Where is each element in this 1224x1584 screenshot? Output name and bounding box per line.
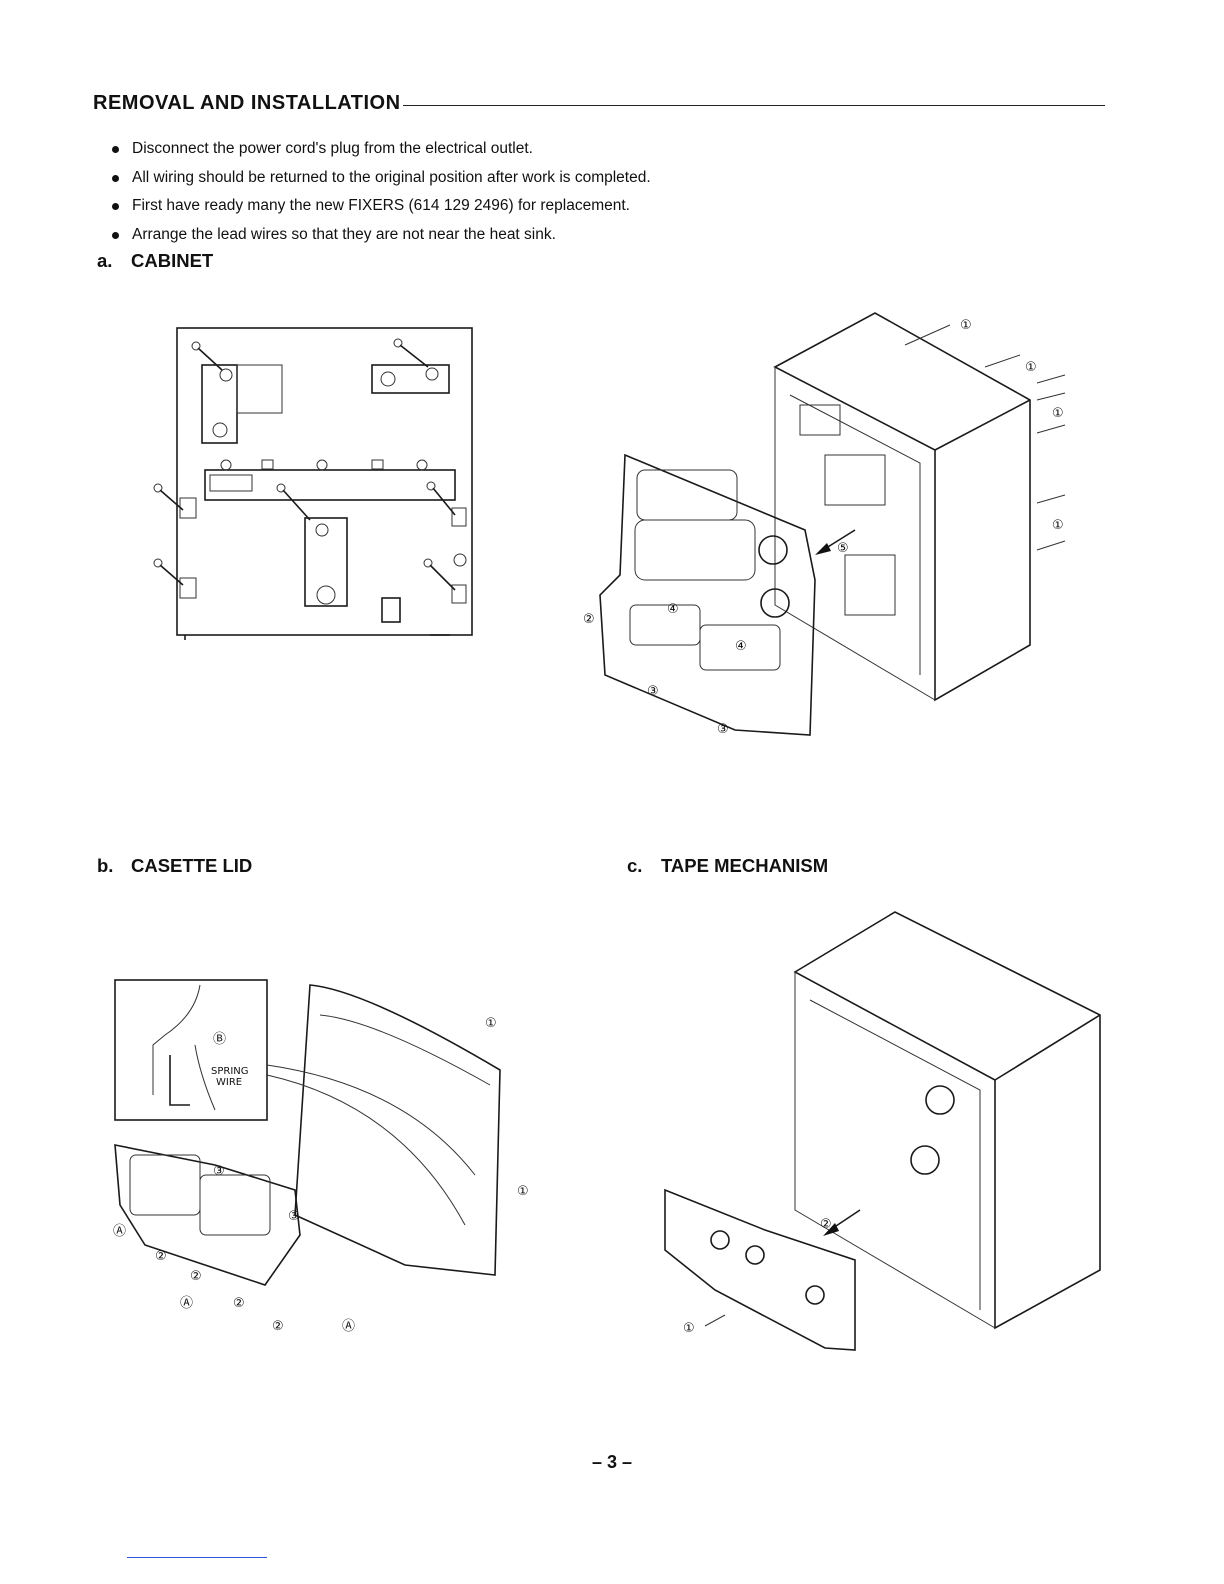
callout-4: ④ bbox=[735, 639, 747, 654]
screw-icon bbox=[153, 558, 184, 586]
callout-2: ② bbox=[583, 612, 595, 627]
callout-3: ③ bbox=[647, 684, 659, 699]
cassette-deck-b bbox=[699, 624, 781, 671]
spring-wire-inset bbox=[114, 979, 268, 1121]
mechanism-board bbox=[664, 1188, 856, 1351]
callout-1: ① bbox=[1052, 518, 1064, 533]
screw-icon bbox=[423, 558, 456, 591]
notes-list: Disconnect the power cord's plug from th… bbox=[112, 135, 651, 249]
callout-a: Ⓐ bbox=[342, 1319, 355, 1334]
reel-icon bbox=[805, 1285, 825, 1305]
note-item: First have ready many the new FIXERS (61… bbox=[112, 192, 651, 221]
callout-a: Ⓐ bbox=[180, 1296, 193, 1311]
cabinet-front-diagram: ⑤ ④ ④ ② ③ ③ ① ① ① ① bbox=[583, 312, 1066, 737]
callout-2: ② bbox=[155, 1249, 167, 1264]
callout-2: ② bbox=[190, 1269, 202, 1284]
cassette-housing bbox=[294, 984, 501, 1276]
cabinet-letter: a. bbox=[97, 250, 113, 271]
cabinet-title: CABINET bbox=[131, 250, 214, 271]
screw-icon bbox=[191, 341, 223, 371]
cabinet-heading: a. CABINET bbox=[97, 250, 213, 272]
cassette-deck-a bbox=[629, 604, 701, 646]
footer-rule bbox=[127, 1557, 267, 1558]
wire-label: WIRE bbox=[216, 1077, 242, 1088]
label-plate bbox=[236, 364, 283, 414]
section-title: REMOVAL AND INSTALLATION bbox=[93, 92, 401, 114]
page-number: – 3 – bbox=[591, 1452, 633, 1472]
cabinet-rear-diagram bbox=[153, 327, 473, 640]
callout-3: ③ bbox=[717, 722, 729, 737]
casette-lid-title: CASETTE LID bbox=[131, 855, 253, 876]
spring-label: SPRING bbox=[211, 1066, 249, 1077]
tape-mechanism-heading: c. TAPE MECHANISM bbox=[627, 855, 828, 877]
center-bracket bbox=[304, 517, 348, 607]
callout-1: ① bbox=[517, 1184, 529, 1199]
callout-1: ① bbox=[960, 318, 972, 333]
tape-mechanism-title: TAPE MECHANISM bbox=[661, 855, 829, 876]
callout-4: ④ bbox=[667, 602, 679, 617]
callout-b: Ⓑ bbox=[213, 1032, 226, 1047]
callout-2: ② bbox=[272, 1319, 284, 1334]
note-item: All wiring should be returned to the ori… bbox=[112, 164, 651, 193]
note-item: Arrange the lead wires so that they are … bbox=[112, 221, 651, 250]
reel-icon bbox=[710, 1230, 730, 1250]
tape-mechanism-letter: c. bbox=[627, 855, 643, 876]
screw-icon bbox=[393, 338, 429, 368]
casette-lid-diagram: Ⓑ SPRING WIRE ③ ③ Ⓐ ② ② Ⓐ ② ② Ⓐ ① ① bbox=[113, 979, 529, 1334]
callout-1: ① bbox=[683, 1321, 695, 1336]
casette-lid-heading: b. CASETTE LID bbox=[97, 855, 252, 877]
speaker-terminals bbox=[209, 474, 253, 492]
knob-upper bbox=[758, 535, 788, 565]
casette-lid-letter: b. bbox=[97, 855, 114, 876]
screw-icon bbox=[426, 481, 456, 516]
note-item: Disconnect the power cord's plug from th… bbox=[112, 135, 651, 164]
terminal-strip bbox=[204, 469, 456, 501]
cd-tray bbox=[634, 519, 756, 581]
callout-5: ⑤ bbox=[837, 541, 849, 556]
knob-lower bbox=[760, 588, 790, 618]
callout-1: ① bbox=[1025, 360, 1037, 375]
callout-2: ② bbox=[820, 1217, 832, 1232]
front-panel bbox=[599, 453, 816, 736]
section-heading: REMOVAL AND INSTALLATION bbox=[93, 92, 1105, 115]
callout-2: ② bbox=[233, 1296, 245, 1311]
rear-panel-outline bbox=[176, 327, 473, 636]
tape-mechanism-diagram: ② ① bbox=[664, 911, 1101, 1351]
callout-a: Ⓐ bbox=[113, 1224, 126, 1239]
power-socket bbox=[381, 597, 401, 623]
callout-1: ① bbox=[485, 1016, 497, 1031]
screw-icon bbox=[276, 483, 311, 521]
callout-1: ① bbox=[1052, 406, 1064, 421]
cabinet-body bbox=[793, 911, 1101, 1330]
screw-icon bbox=[153, 483, 184, 511]
bracket-right bbox=[371, 364, 450, 394]
cassette-lid bbox=[114, 1144, 301, 1286]
heading-rule bbox=[402, 105, 1105, 106]
callout-3: ③ bbox=[288, 1209, 300, 1224]
callout-3: ③ bbox=[213, 1164, 225, 1179]
reel-icon bbox=[745, 1245, 765, 1265]
